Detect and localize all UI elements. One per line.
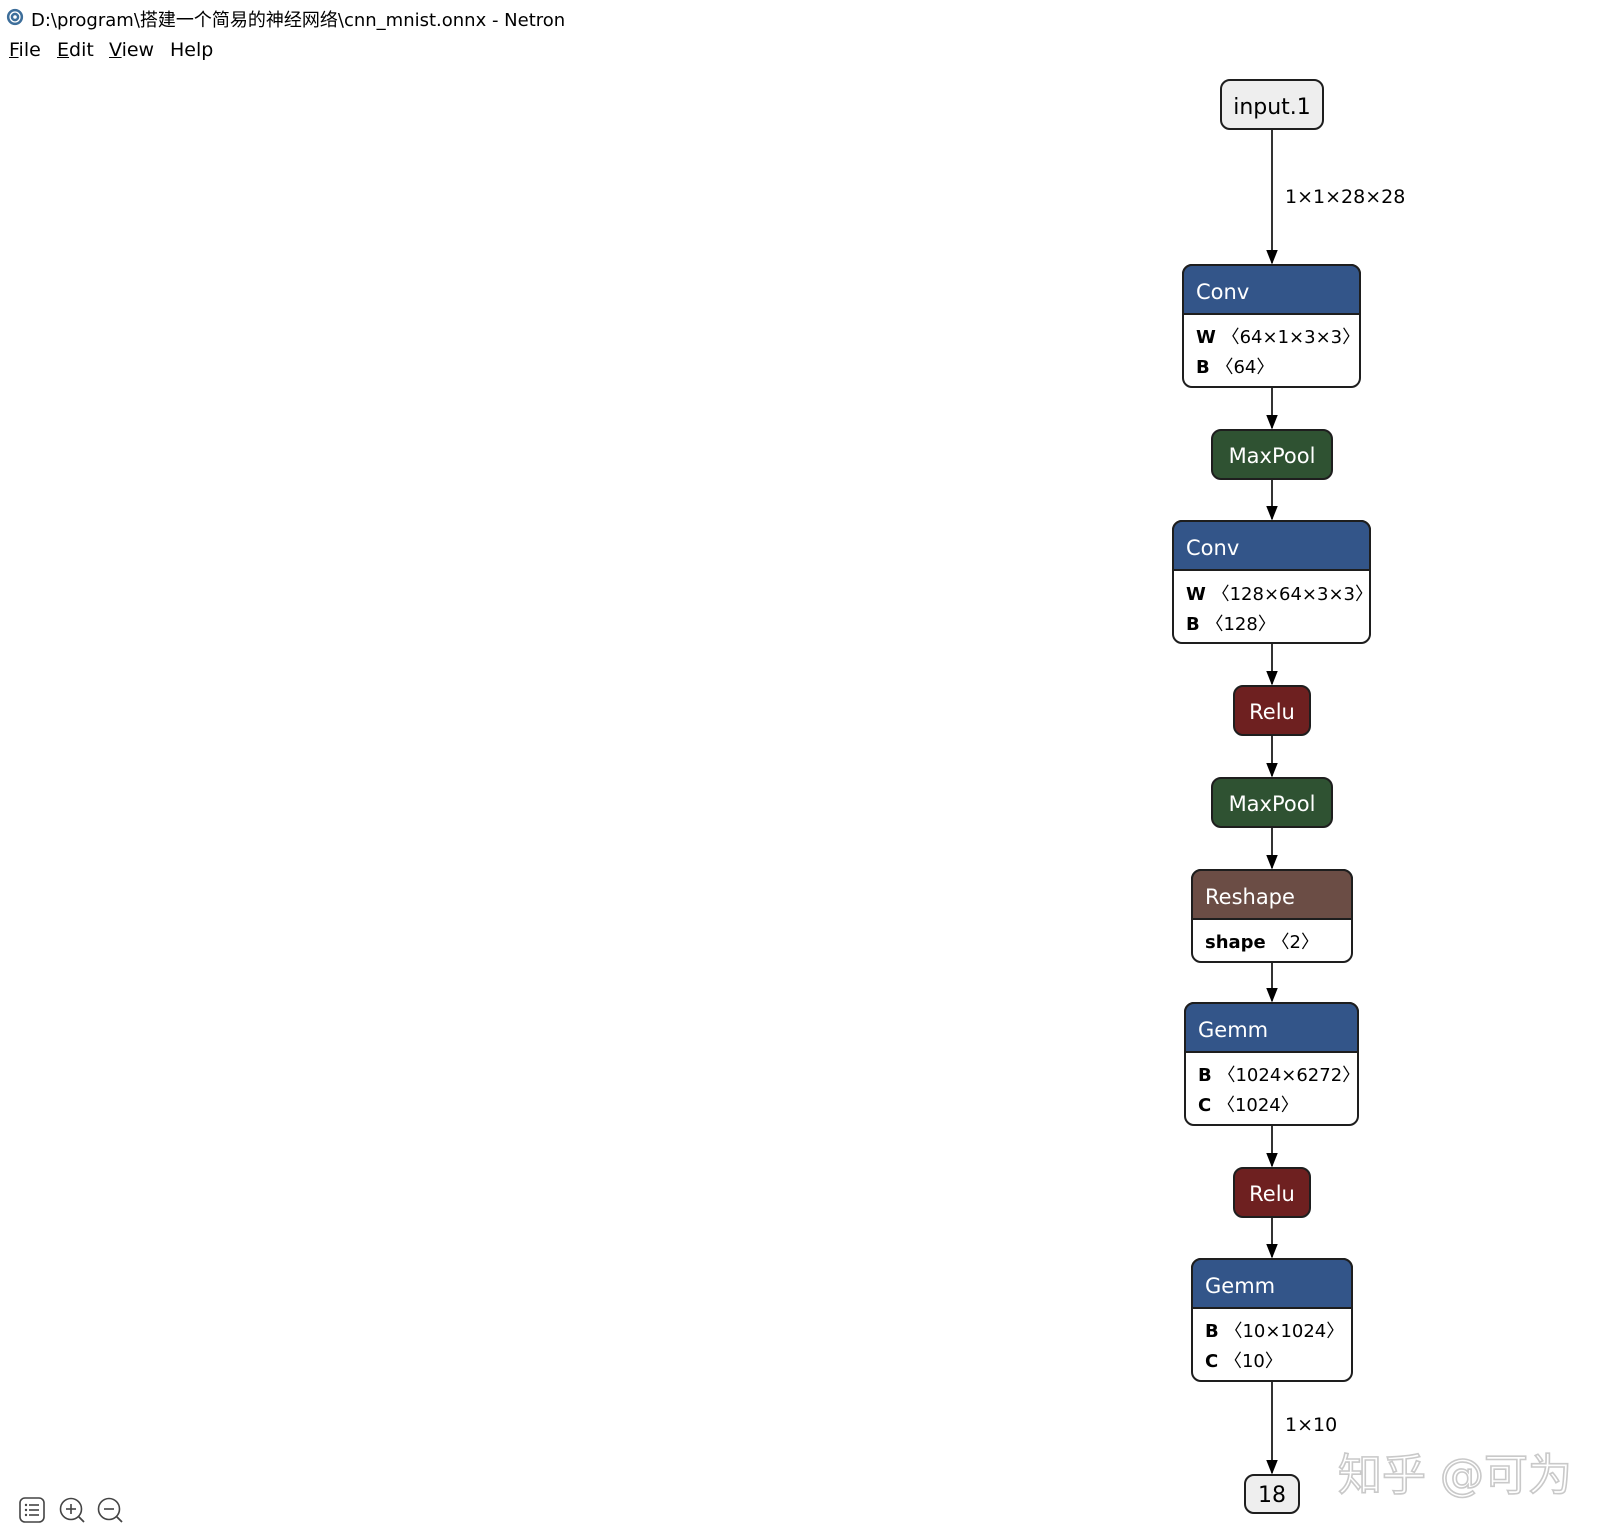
attr-key: B xyxy=(1186,614,1200,635)
attr-value: 〈1024×6272〉 xyxy=(1217,1065,1360,1086)
edge-label-output: 1×10 xyxy=(1285,1414,1337,1436)
attr-value: 〈10×1024〉 xyxy=(1224,1321,1344,1342)
graph-output-label: 18 xyxy=(1258,1483,1286,1508)
title-bar: D:\program\搭建一个简易的神经网络\cnn_mnist.onnx - … xyxy=(0,0,1615,34)
attr-value: 〈1024〉 xyxy=(1217,1095,1299,1116)
node-gemm-1-header xyxy=(1184,1002,1359,1053)
attr-key: W xyxy=(1186,584,1206,605)
netron-app-icon xyxy=(6,8,24,26)
svg-text:B 〈64〉: B 〈64〉 xyxy=(1196,357,1274,378)
menu-view[interactable]: View xyxy=(109,39,155,61)
attr-key: B xyxy=(1196,357,1210,378)
attr-value: 〈64〉 xyxy=(1215,357,1274,378)
svg-text:W 〈64×1×3×3〉: W 〈64×1×3×3〉 xyxy=(1196,327,1360,348)
svg-text:shape 〈2〉: shape 〈2〉 xyxy=(1205,932,1319,953)
menu-help[interactable]: Help xyxy=(170,39,214,61)
attr-key: B xyxy=(1198,1065,1212,1086)
node-conv-1-op: Conv xyxy=(1196,280,1249,304)
node-relu-2-op: Relu xyxy=(1249,1182,1295,1206)
list-icon[interactable] xyxy=(18,1496,46,1524)
svg-text:B 〈10×1024〉: B 〈10×1024〉 xyxy=(1205,1321,1344,1342)
node-relu-2[interactable]: Relu xyxy=(1233,1167,1311,1218)
watermark: 知乎 @可为 xyxy=(1338,1450,1572,1501)
attr-value: 〈10〉 xyxy=(1224,1351,1283,1372)
node-relu-1-op: Relu xyxy=(1249,700,1295,724)
menu-file[interactable]: File xyxy=(9,39,41,61)
graph-output-node[interactable]: 18 xyxy=(1244,1474,1300,1514)
attr-value: 〈64×1×3×3〉 xyxy=(1222,327,1361,348)
node-gemm-1[interactable]: Gemm B 〈1024×6272〉 C 〈1024〉 xyxy=(1184,1002,1360,1126)
attr-key: B xyxy=(1205,1321,1219,1342)
node-maxpool-2-op: MaxPool xyxy=(1229,792,1316,816)
node-gemm-2-header xyxy=(1191,1258,1353,1309)
node-maxpool-1[interactable]: MaxPool xyxy=(1211,429,1333,480)
node-conv-2-op: Conv xyxy=(1186,536,1239,560)
node-conv-1[interactable]: Conv W 〈64×1×3×3〉 B 〈64〉 xyxy=(1182,264,1361,388)
node-reshape-header xyxy=(1191,869,1353,920)
node-conv-1-header xyxy=(1182,264,1361,315)
zoom-in-icon[interactable] xyxy=(58,1496,86,1524)
window-title: D:\program\搭建一个简易的神经网络\cnn_mnist.onnx - … xyxy=(31,10,566,31)
svg-text:W 〈128×64×3×3〉: W 〈128×64×3×3〉 xyxy=(1186,584,1373,605)
graph-input-node[interactable]: input.1 xyxy=(1220,79,1324,130)
svg-text:C 〈1024〉: C 〈1024〉 xyxy=(1198,1095,1299,1116)
node-conv-2[interactable]: Conv W 〈128×64×3×3〉 B 〈128〉 xyxy=(1172,520,1373,644)
node-gemm-2[interactable]: Gemm B 〈10×1024〉 C 〈10〉 xyxy=(1191,1258,1353,1382)
svg-text:B 〈1024×6272〉: B 〈1024×6272〉 xyxy=(1198,1065,1360,1086)
attr-key: shape xyxy=(1205,932,1266,953)
zoom-out-icon[interactable] xyxy=(96,1496,124,1524)
menu-edit[interactable]: Edit xyxy=(57,39,94,61)
node-maxpool-1-op: MaxPool xyxy=(1229,444,1316,468)
attr-key: C xyxy=(1198,1095,1211,1116)
node-maxpool-2[interactable]: MaxPool xyxy=(1211,777,1333,828)
node-gemm-1-op: Gemm xyxy=(1198,1018,1268,1042)
attr-value: 〈128×64×3×3〉 xyxy=(1212,584,1373,605)
attr-value: 〈2〉 xyxy=(1272,932,1319,953)
svg-text:C 〈10〉: C 〈10〉 xyxy=(1205,1351,1283,1372)
svg-text:B 〈128〉: B 〈128〉 xyxy=(1186,614,1276,635)
node-reshape-op: Reshape xyxy=(1205,885,1295,909)
attr-key: C xyxy=(1205,1351,1218,1372)
node-relu-1[interactable]: Relu xyxy=(1233,685,1311,736)
graph-input-label: input.1 xyxy=(1233,95,1311,120)
attr-value: 〈128〉 xyxy=(1205,614,1275,635)
edge-label-input: 1×1×28×28 xyxy=(1285,186,1405,208)
menu-bar: File Edit View Help xyxy=(0,36,600,68)
node-gemm-2-op: Gemm xyxy=(1205,1274,1275,1298)
node-reshape[interactable]: Reshape shape 〈2〉 xyxy=(1191,869,1353,963)
attr-key: W xyxy=(1196,327,1216,348)
node-conv-2-header xyxy=(1172,520,1371,571)
